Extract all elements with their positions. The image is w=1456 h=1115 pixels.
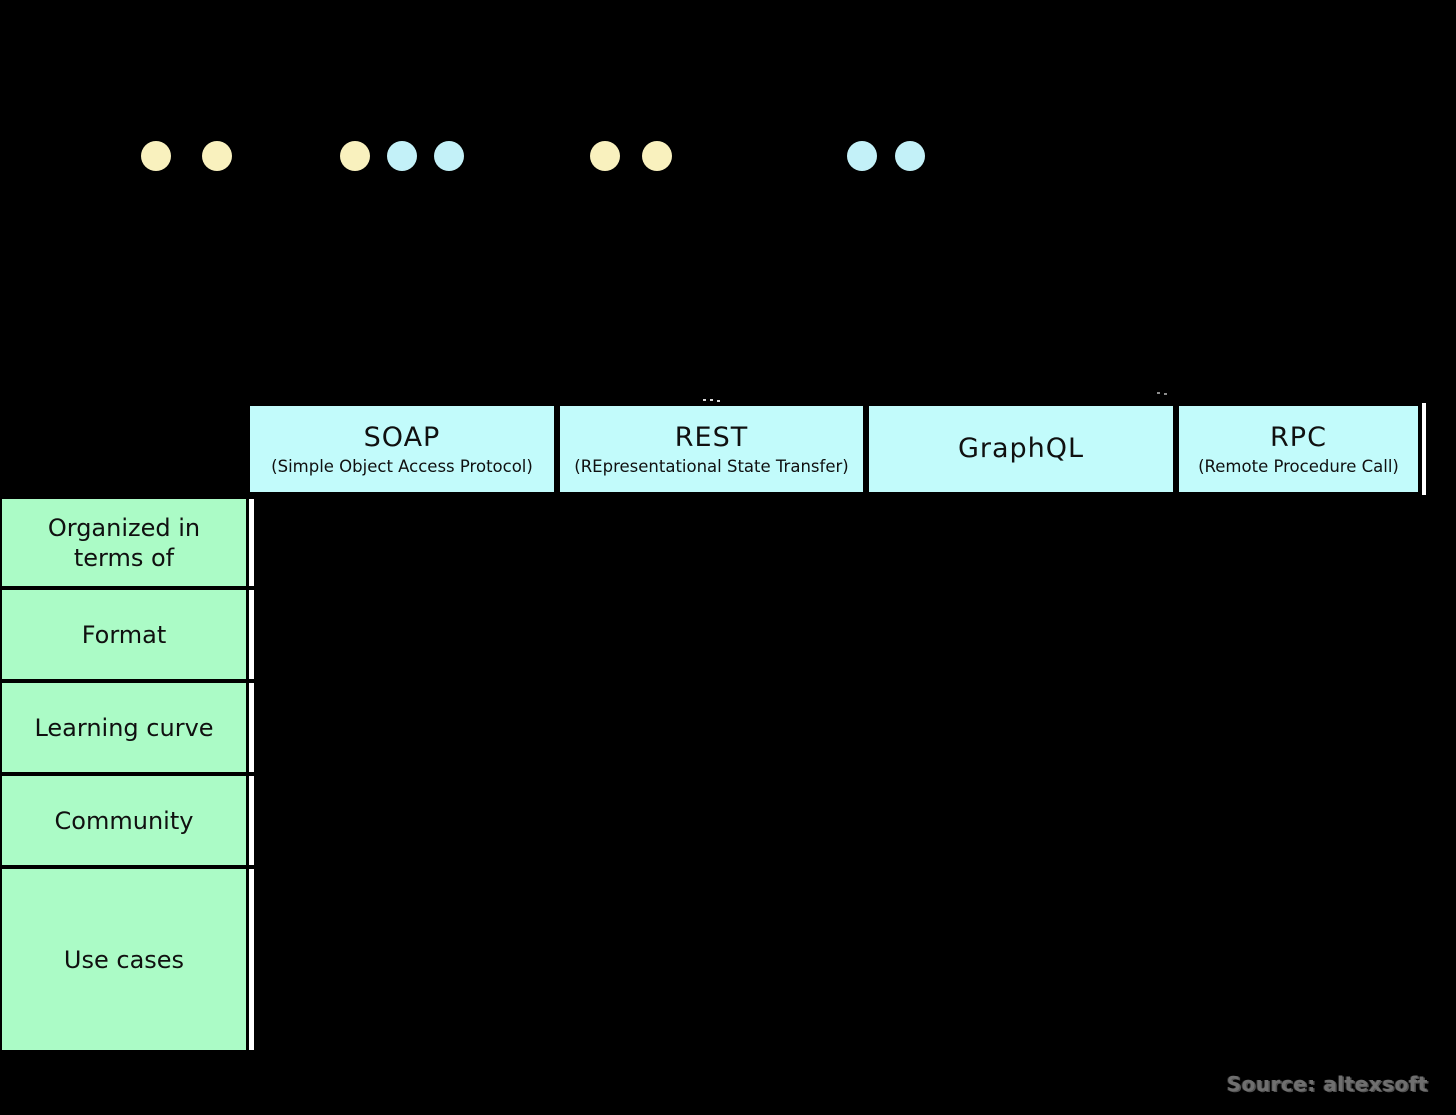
column-title: SOAP xyxy=(363,421,441,453)
row-header-use-cases: Use cases xyxy=(2,869,246,1050)
row-header-learning-curve: Learning curve xyxy=(2,683,246,772)
artifact-speck xyxy=(717,400,720,402)
row-border-strip xyxy=(249,590,254,679)
row-border-strip xyxy=(249,869,254,1050)
column-header-rpc: RPC (Remote Procedure Call) xyxy=(1179,406,1418,492)
artifact-speck xyxy=(710,399,713,401)
artifact-speck xyxy=(1157,392,1160,394)
cyan-dot xyxy=(847,141,877,171)
yellow-dot xyxy=(340,141,370,171)
column-title: RPC xyxy=(1270,421,1327,453)
row-header-organized-in-terms-of: Organized in terms of xyxy=(2,499,246,586)
column-header-graphql: GraphQL xyxy=(869,406,1173,492)
row-border-strip xyxy=(249,683,254,772)
source-attribution: Source: altexsoft xyxy=(1226,1072,1428,1096)
column-subtitle: (Remote Procedure Call) xyxy=(1198,457,1399,477)
yellow-dot xyxy=(202,141,232,171)
column-header-rest: REST (REpresentational State Transfer) xyxy=(560,406,863,492)
artifact-speck xyxy=(1164,393,1167,395)
yellow-dot xyxy=(642,141,672,171)
column-subtitle: (Simple Object Access Protocol) xyxy=(271,457,533,477)
row-border-strip xyxy=(249,776,254,865)
table-body xyxy=(249,497,1421,1052)
cyan-dot xyxy=(387,141,417,171)
column-title: GraphQL xyxy=(957,432,1085,464)
column-subtitle: (REpresentational State Transfer) xyxy=(574,457,849,477)
row-header-community: Community xyxy=(2,776,246,865)
cyan-dot xyxy=(434,141,464,171)
table-right-border-strip xyxy=(1422,403,1426,495)
column-title: REST xyxy=(674,421,749,453)
row-header-format: Format xyxy=(2,590,246,679)
yellow-dot xyxy=(141,141,171,171)
yellow-dot xyxy=(590,141,620,171)
artifact-speck xyxy=(703,399,706,401)
column-header-soap: SOAP (Simple Object Access Protocol) xyxy=(250,406,554,492)
row-border-strip xyxy=(249,499,254,586)
cyan-dot xyxy=(895,141,925,171)
